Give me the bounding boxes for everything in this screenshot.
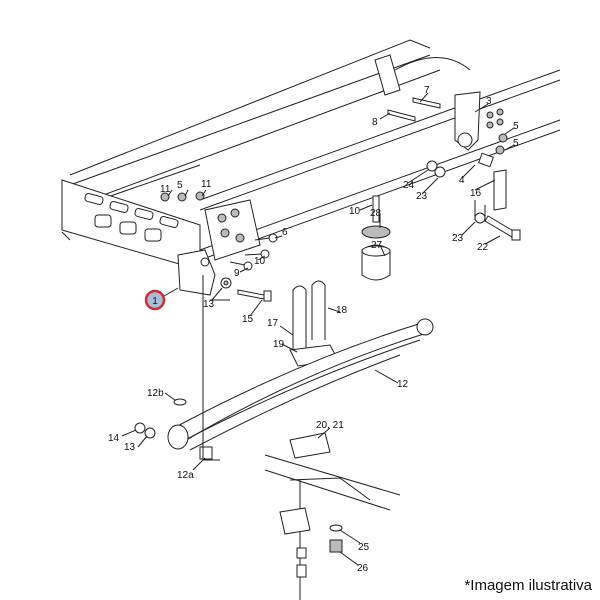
part-label[interactable]: 7 — [424, 85, 430, 96]
part-label[interactable]: 13 — [203, 299, 215, 310]
part-label[interactable]: 14 — [108, 433, 120, 444]
part-label[interactable]: 24 — [403, 180, 415, 191]
u-bolts — [289, 280, 339, 367]
frame-slots — [84, 192, 179, 242]
part-label[interactable]: 5 — [513, 138, 519, 149]
axle-beam — [264, 454, 401, 600]
part-label[interactable]: 18 — [336, 305, 348, 316]
part-label[interactable]: 19 — [273, 339, 285, 350]
part-label[interactable]: 8 — [372, 117, 378, 128]
part-label[interactable]: 23 — [452, 233, 464, 244]
part-label[interactable]: 28 — [370, 208, 382, 219]
leaf-spring — [134, 318, 434, 460]
part-labels: 11 5 11 6 10 9 13 15 17 18 19 12 12b 14 … — [108, 85, 519, 574]
part-label[interactable]: 27 — [371, 240, 383, 251]
part-label[interactable]: 10 — [349, 206, 361, 217]
part-label[interactable]: 12 — [397, 379, 409, 390]
part-label[interactable]: 16 — [470, 188, 482, 199]
part-label[interactable]: 11 — [201, 179, 212, 190]
part-label[interactable]: 17 — [267, 318, 279, 329]
part-label[interactable]: 25 — [358, 542, 370, 553]
front-hanger-bracket — [160, 191, 261, 296]
part-label[interactable]: 9 — [234, 268, 240, 279]
part-label[interactable]: 13 — [124, 442, 136, 453]
part-label[interactable]: 10 — [254, 256, 266, 267]
part-label[interactable]: 15 — [242, 314, 254, 325]
part-label[interactable]: 22 — [477, 242, 489, 253]
rear-hanger-bracket — [374, 54, 521, 241]
illustrative-image-note: *Imagem ilustrativa — [464, 577, 592, 594]
guide-lines — [202, 200, 486, 461]
part-label[interactable]: 4 — [459, 175, 465, 186]
part-label[interactable]: 6 — [282, 227, 288, 238]
part-label[interactable]: 20, 21 — [316, 420, 344, 431]
part-label[interactable]: 26 — [357, 563, 369, 574]
bolts-front — [220, 233, 278, 302]
callout-number: 1 — [152, 296, 158, 307]
part-label[interactable]: 5 — [513, 121, 519, 132]
part-label[interactable]: 3 — [486, 96, 492, 107]
part-label[interactable]: 12b — [147, 388, 164, 399]
part-label[interactable]: 23 — [416, 191, 428, 202]
part-label[interactable]: 11 — [160, 184, 171, 195]
part-label[interactable]: 12a — [177, 470, 194, 481]
callout-1[interactable]: 1 — [144, 287, 179, 311]
air-spring — [361, 195, 391, 281]
part-label[interactable]: 5 — [177, 180, 183, 191]
leader-lines — [121, 92, 515, 566]
